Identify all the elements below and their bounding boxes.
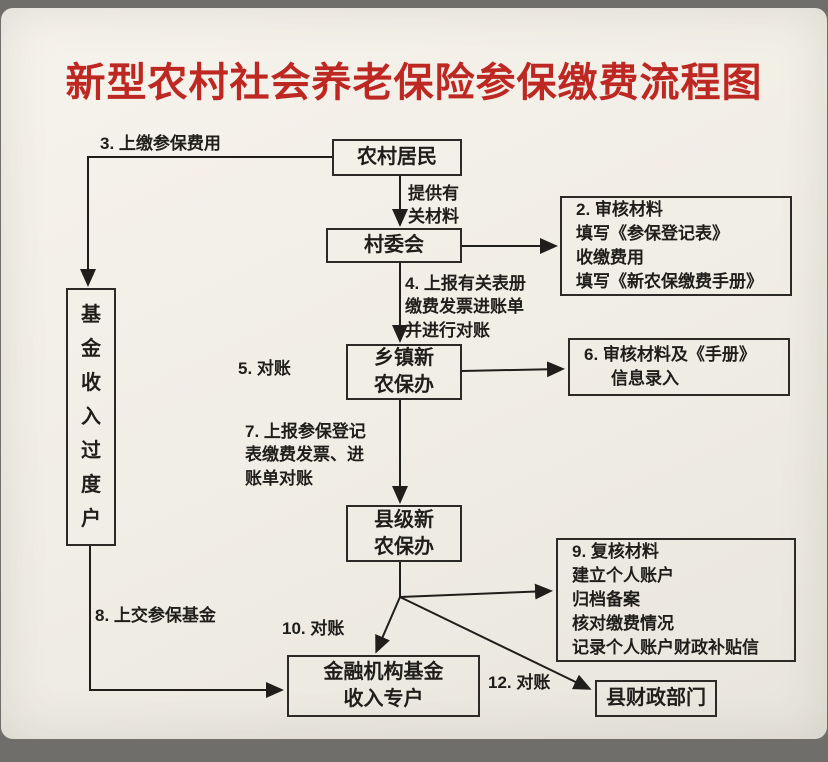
node-county-office: 县级新 农保办 [346,505,462,562]
node-county-finance-dept: 县财政部门 [595,680,717,717]
edge-label-reconcile-5: 5. 对账 [238,359,291,378]
edge-label-pay-fees: 3. 上缴参保费用 [100,134,221,153]
node-village-committee: 村委会 [326,228,462,263]
edge-label-report-registration: 7. 上报参保登记 表缴费发票、进 账单对账 [245,422,366,488]
edge-label-provide-materials: 提供有 关材料 [408,184,459,227]
node-audit-materials: 2. 审核材料 填写《参保登记表》 收缴费用 填写《新农保缴费手册》 [560,196,792,296]
page-title: 新型农村社会养老保险参保缴费流程图 [65,61,763,105]
edge-label-reconcile-12: 12. 对账 [488,673,551,692]
node-financial-institution-account: 金融机构基金 收入专户 [287,655,480,717]
node-review-materials: 9. 复核材料 建立个人账户 归档备案 核对缴费情况 记录个人账户财政补贴信 [556,538,796,662]
node-rural-residents: 农村居民 [332,139,462,176]
edge-label-report-forms: 4. 上报有关表册 缴费发票进账单 并进行对账 [405,274,526,340]
edge-label-submit-fund: 8. 上交参保基金 [95,606,216,625]
edge-label-reconcile-10: 10. 对账 [282,619,345,638]
node-township-office: 乡镇新 农保办 [346,344,462,400]
node-audit-handbook: 6. 审核材料及《手册》 信息录入 [568,338,790,396]
node-fund-transition-account: 基金收入过度户 [66,288,116,546]
